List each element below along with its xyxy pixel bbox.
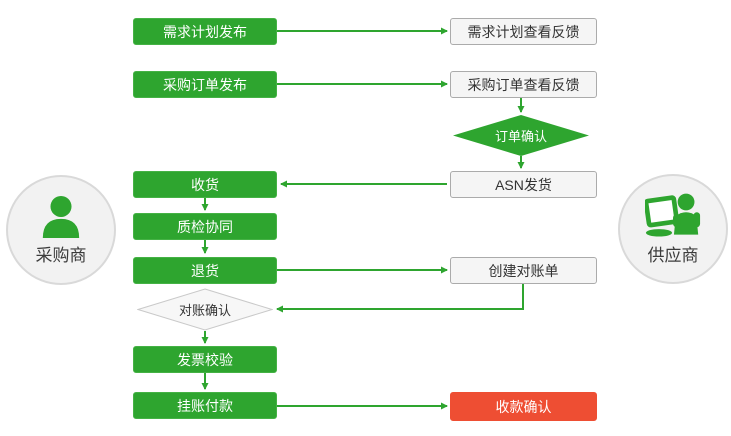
supplier-actor-circle: 供应商: [618, 174, 728, 284]
node-demand-plan-feedback: 需求计划查看反馈: [450, 18, 597, 45]
node-po-publish: 采购订单发布: [133, 71, 277, 98]
node-statement-confirm-diamond: 对账确认: [137, 288, 273, 331]
node-order-confirm-diamond: 订单确认: [453, 115, 589, 156]
node-return-goods: 退货: [133, 257, 277, 284]
connector-statement-to-confirm: [276, 284, 524, 313]
node-payment: 挂账付款: [133, 392, 277, 419]
node-create-statement: 创建对账单: [450, 257, 597, 284]
node-statement-confirm-label: 对账确认: [178, 303, 231, 318]
node-order-confirm-label: 订单确认: [494, 129, 547, 144]
buyer-actor-circle: 采购商: [6, 175, 116, 285]
node-asn-ship: ASN发货: [450, 171, 597, 198]
node-demand-plan-publish: 需求计划发布: [133, 18, 277, 45]
supplier-person-laptop-icon: [645, 193, 701, 237]
diamond-shape: [453, 115, 589, 156]
buyer-person-icon: [42, 195, 80, 238]
node-po-feedback: 采购订单查看反馈: [450, 71, 597, 98]
supplier-actor-label: 供应商: [647, 245, 699, 265]
node-quality-collab: 质检协同: [133, 213, 277, 240]
diamond-shape: [137, 288, 273, 331]
node-receipt-confirm: 收款确认: [450, 392, 597, 421]
node-invoice-check: 发票校验: [133, 346, 277, 373]
buyer-actor-label: 采购商: [35, 245, 87, 265]
node-receive: 收货: [133, 171, 277, 198]
